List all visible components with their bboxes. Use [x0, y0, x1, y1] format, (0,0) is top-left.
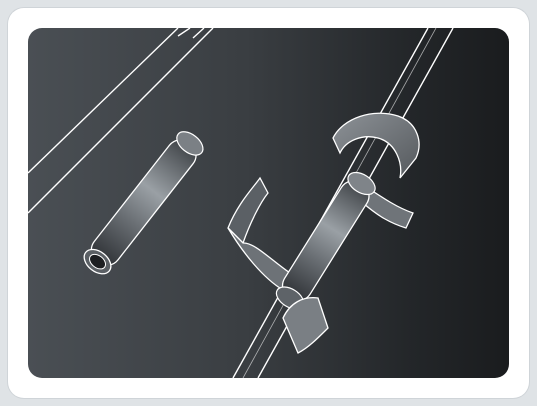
cable-top-left	[28, 28, 213, 213]
strap-back	[228, 178, 290, 290]
cable-sleeve	[273, 168, 380, 314]
loose-tube	[80, 127, 208, 279]
illustration-panel	[28, 28, 509, 378]
sketch-illustration	[28, 28, 509, 378]
